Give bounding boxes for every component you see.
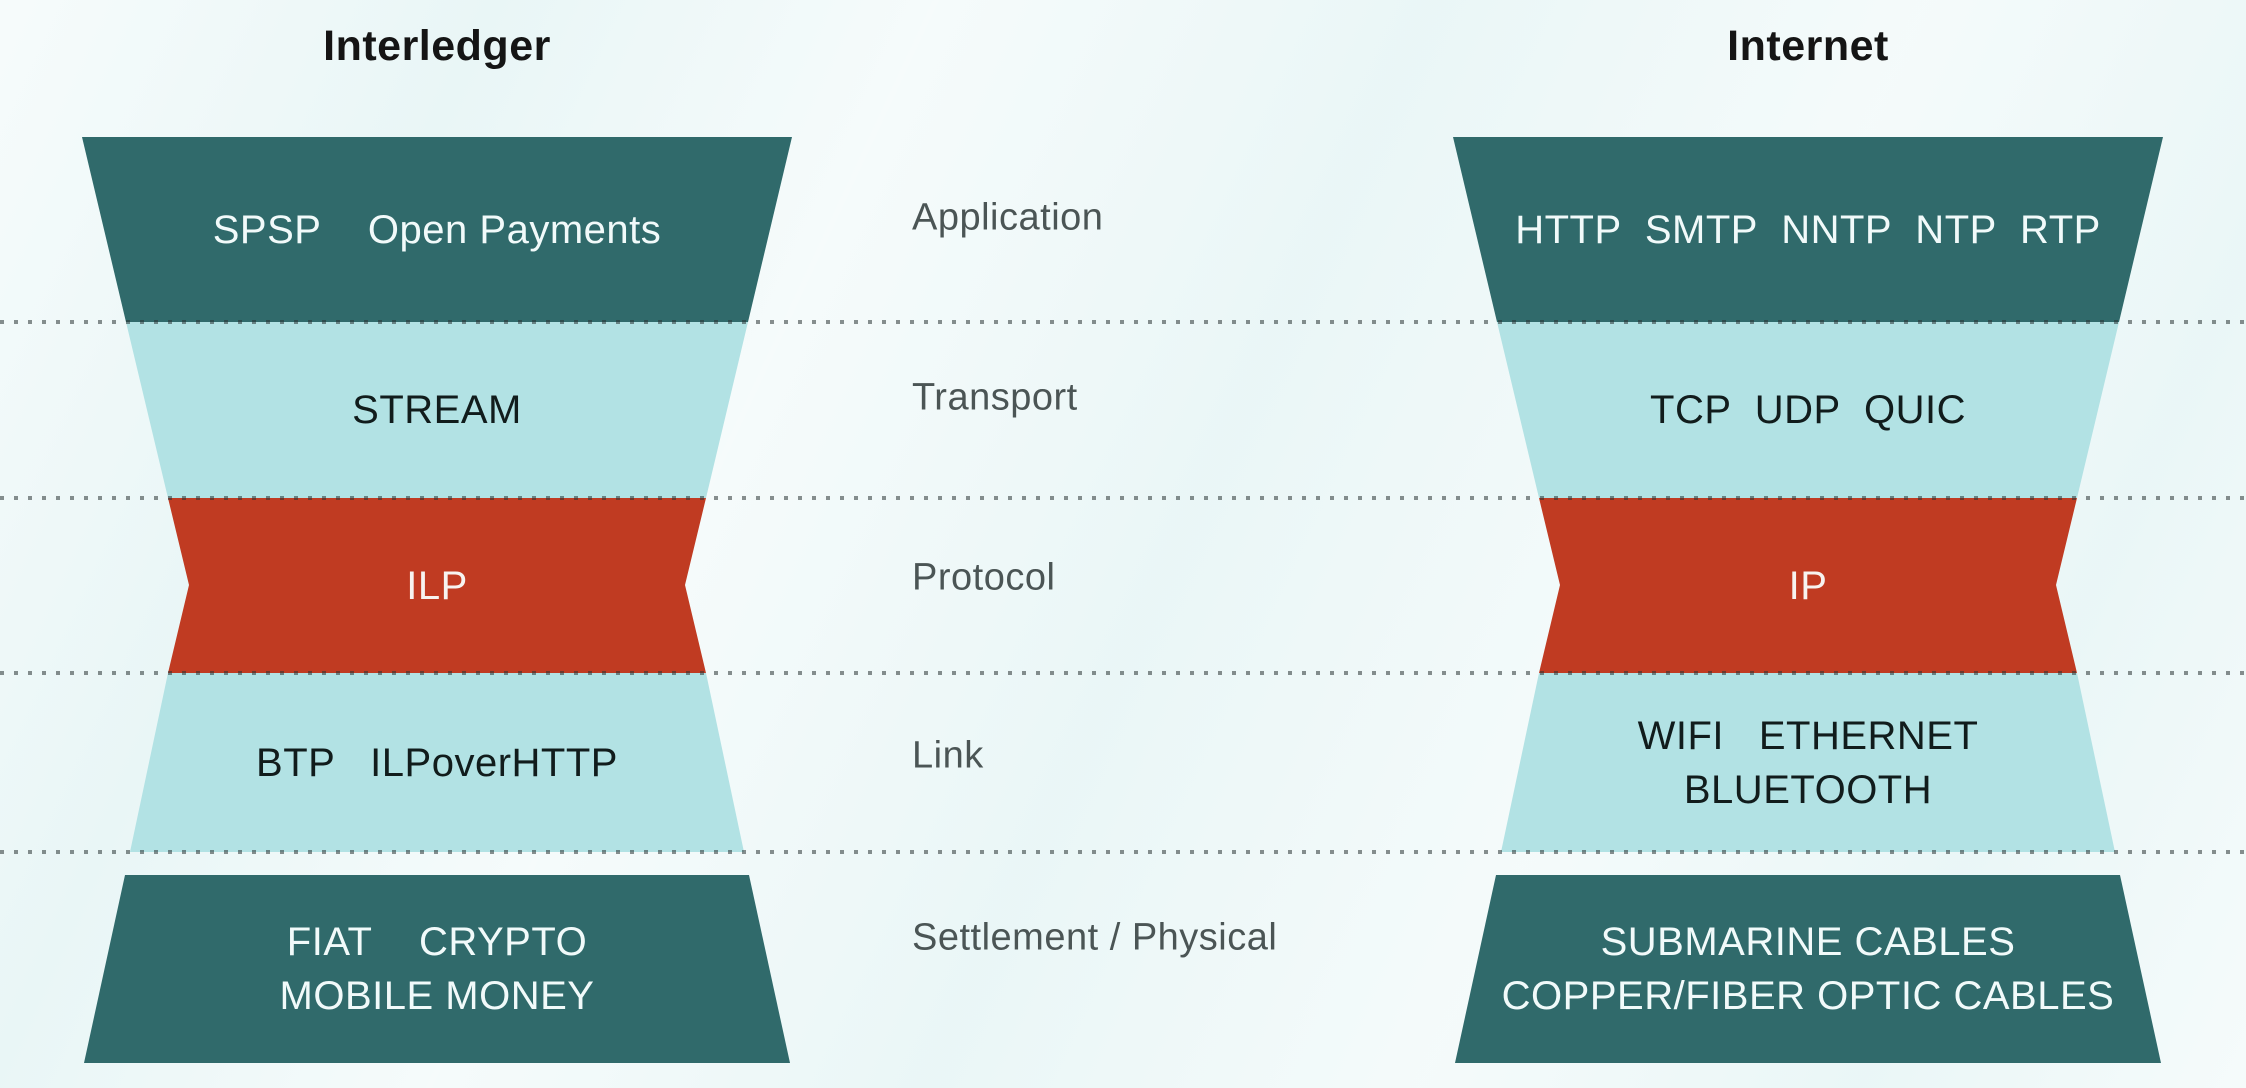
- internet-stack-title: Internet: [1727, 22, 1889, 70]
- internet-settlement-items-line1: SUBMARINE CABLES: [1600, 920, 2016, 964]
- internet-transport-protocols: TCP UDP QUIC: [1650, 388, 1966, 432]
- internet-application-protocols: HTTP SMTP NNTP NTP RTP: [1515, 207, 2101, 252]
- layer-separator-line-transport-protocol: [0, 496, 2246, 500]
- interledger-settlement-layer: FIAT CRYPTO MOBILE MONEY: [84, 875, 790, 1063]
- layer-separator-line-link-settlement: [0, 850, 2246, 854]
- layer-label-protocol: Protocol: [912, 556, 1056, 599]
- interledger-settlement-items-line1: FIAT CRYPTO: [286, 920, 588, 964]
- interledger-transport-layer: STREAM: [126, 322, 748, 498]
- interledger-link-layer: BTP ILPoverHTTP: [130, 673, 744, 852]
- internet-link-protocols-line2: BLUETOOTH: [1683, 767, 1933, 812]
- internet-settlement-layer: SUBMARINE CABLES COPPER/FIBER OPTIC CABL…: [1455, 875, 2161, 1063]
- internet-application-layer: HTTP SMTP NNTP NTP RTP: [1453, 137, 2163, 322]
- layer-label-link: Link: [912, 734, 984, 777]
- interledger-stack-title: Interledger: [323, 22, 551, 70]
- layer-label-transport: Transport: [912, 376, 1078, 419]
- internet-link-layer: WIFI ETHERNET BLUETOOTH: [1501, 673, 2115, 852]
- internet-protocol-name: IP: [1788, 563, 1828, 608]
- interledger-application-protocols: SPSP Open Payments: [212, 207, 662, 252]
- layer-label-application: Application: [912, 196, 1104, 239]
- interledger-link-protocols: BTP ILPoverHTTP: [256, 740, 618, 785]
- internet-protocol-layer: IP: [1539, 498, 2077, 673]
- interledger-transport-protocols: STREAM: [352, 388, 522, 432]
- interledger-settlement-items-line2: MOBILE MONEY: [279, 974, 595, 1018]
- internet-transport-layer: TCP UDP QUIC: [1497, 322, 2119, 498]
- internet-settlement-items-line2: COPPER/FIBER OPTIC CABLES: [1501, 974, 2115, 1018]
- internet-link-protocols-line1: WIFI ETHERNET: [1637, 713, 1979, 758]
- layer-separator-line-application-transport: [0, 320, 2246, 324]
- layer-label-settlement-physical: Settlement / Physical: [912, 916, 1278, 959]
- layer-separator-line-protocol-link: [0, 671, 2246, 675]
- interledger-protocol-layer: ILP: [168, 498, 706, 673]
- interledger-application-layer: SPSP Open Payments: [82, 137, 792, 322]
- interledger-protocol-name: ILP: [406, 563, 468, 608]
